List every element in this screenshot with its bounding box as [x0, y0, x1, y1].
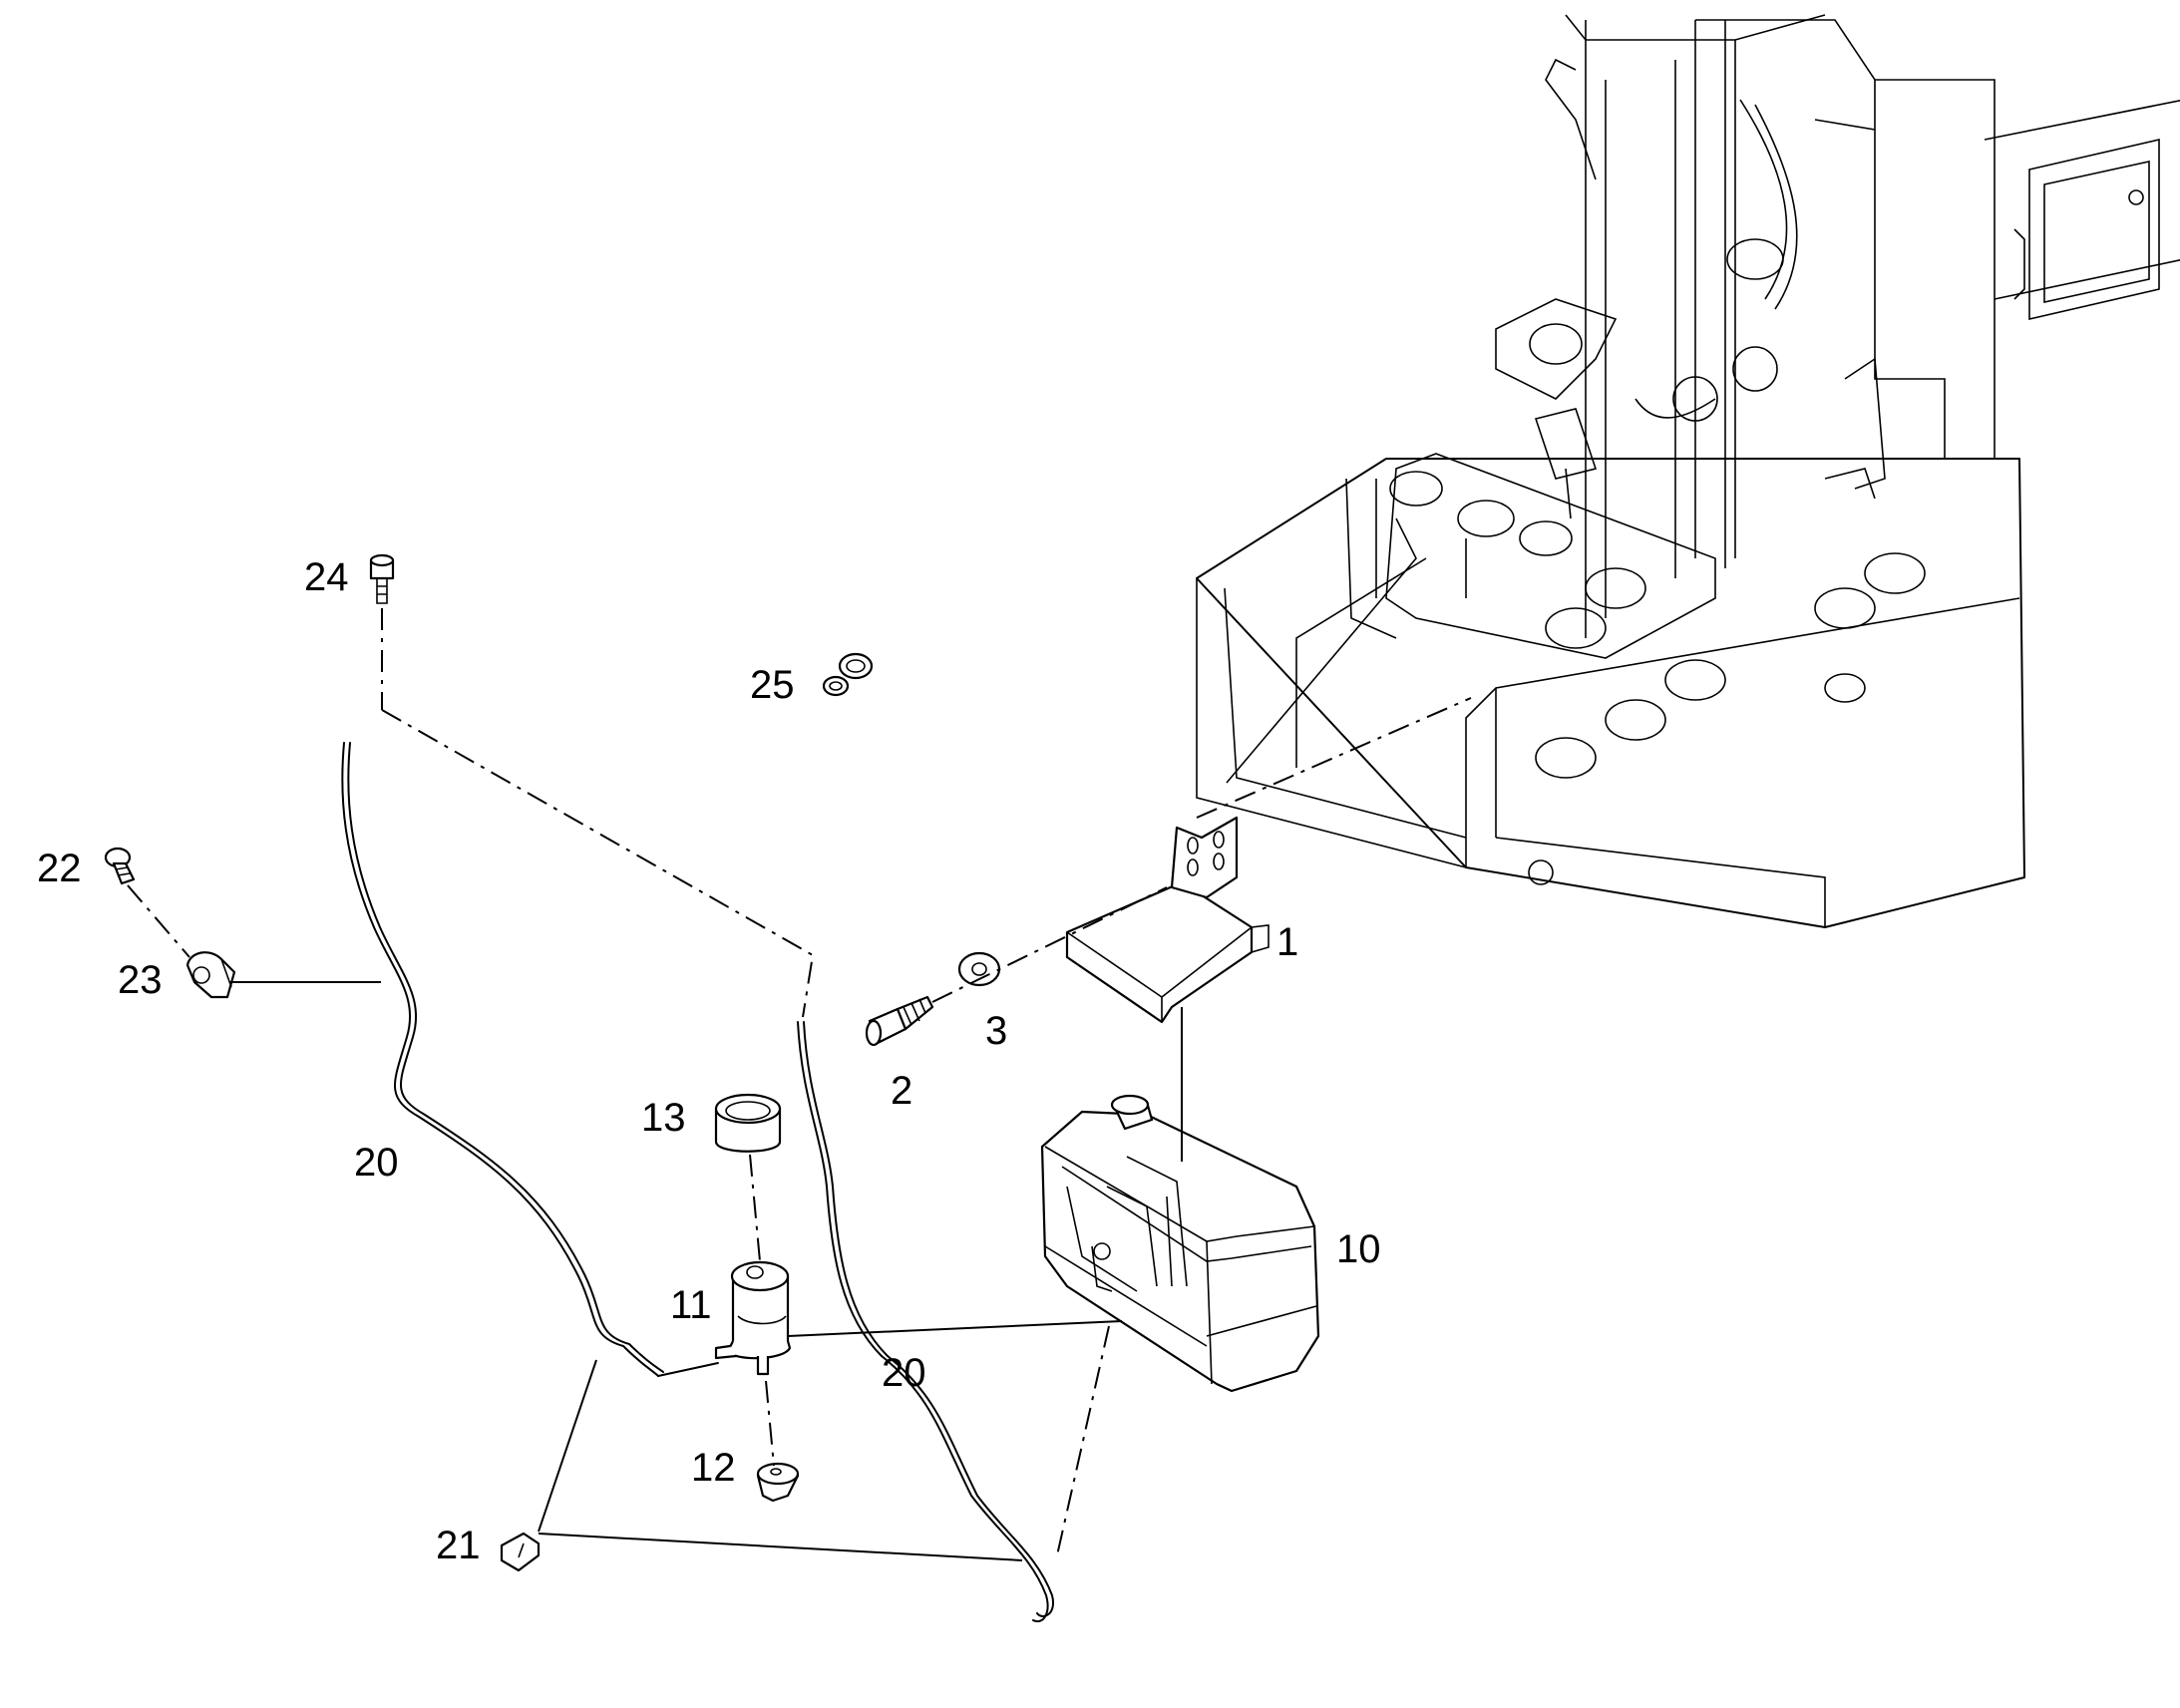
clip-part-21 [500, 1532, 541, 1572]
bracket-part-1 [1065, 816, 1270, 1024]
callout-25: 25 [750, 663, 795, 707]
bolt-part-2 [865, 995, 934, 1047]
callout-23: 23 [118, 958, 163, 1002]
vehicle-chassis [1196, 14, 2180, 928]
callout-11: 11 [670, 1283, 712, 1327]
washer-part-3 [957, 951, 1001, 987]
assembly-centerlines [127, 608, 1472, 1556]
callout-22: 22 [37, 847, 82, 890]
callout-10: 10 [1336, 1227, 1381, 1271]
leader-lines [229, 981, 1183, 1561]
callout-12: 12 [691, 1446, 736, 1490]
pump-part-11 [714, 1260, 792, 1376]
callout-1: 1 [1276, 920, 1298, 964]
hose-clamp-part-25 [822, 652, 874, 697]
callout-24: 24 [304, 555, 349, 599]
callout-21: 21 [436, 1524, 481, 1567]
clamp-part-23 [185, 951, 236, 999]
callout-13: 13 [641, 1096, 686, 1140]
callout-20-right: 20 [882, 1351, 926, 1395]
callout-2: 2 [891, 1069, 912, 1113]
bolt-part-24 [369, 553, 395, 604]
callout-20-left: 20 [354, 1141, 399, 1185]
seal-part-13 [714, 1093, 782, 1153]
hose-part-20 [341, 742, 1054, 1623]
screw-part-22 [104, 847, 136, 885]
callout-3: 3 [985, 1009, 1007, 1053]
grommet-part-12 [756, 1462, 800, 1503]
callout-labels: 1 2 3 10 11 12 13 20 20 21 22 23 24 25 [37, 555, 1381, 1567]
reservoir-tank-part-10 [1040, 1094, 1320, 1393]
